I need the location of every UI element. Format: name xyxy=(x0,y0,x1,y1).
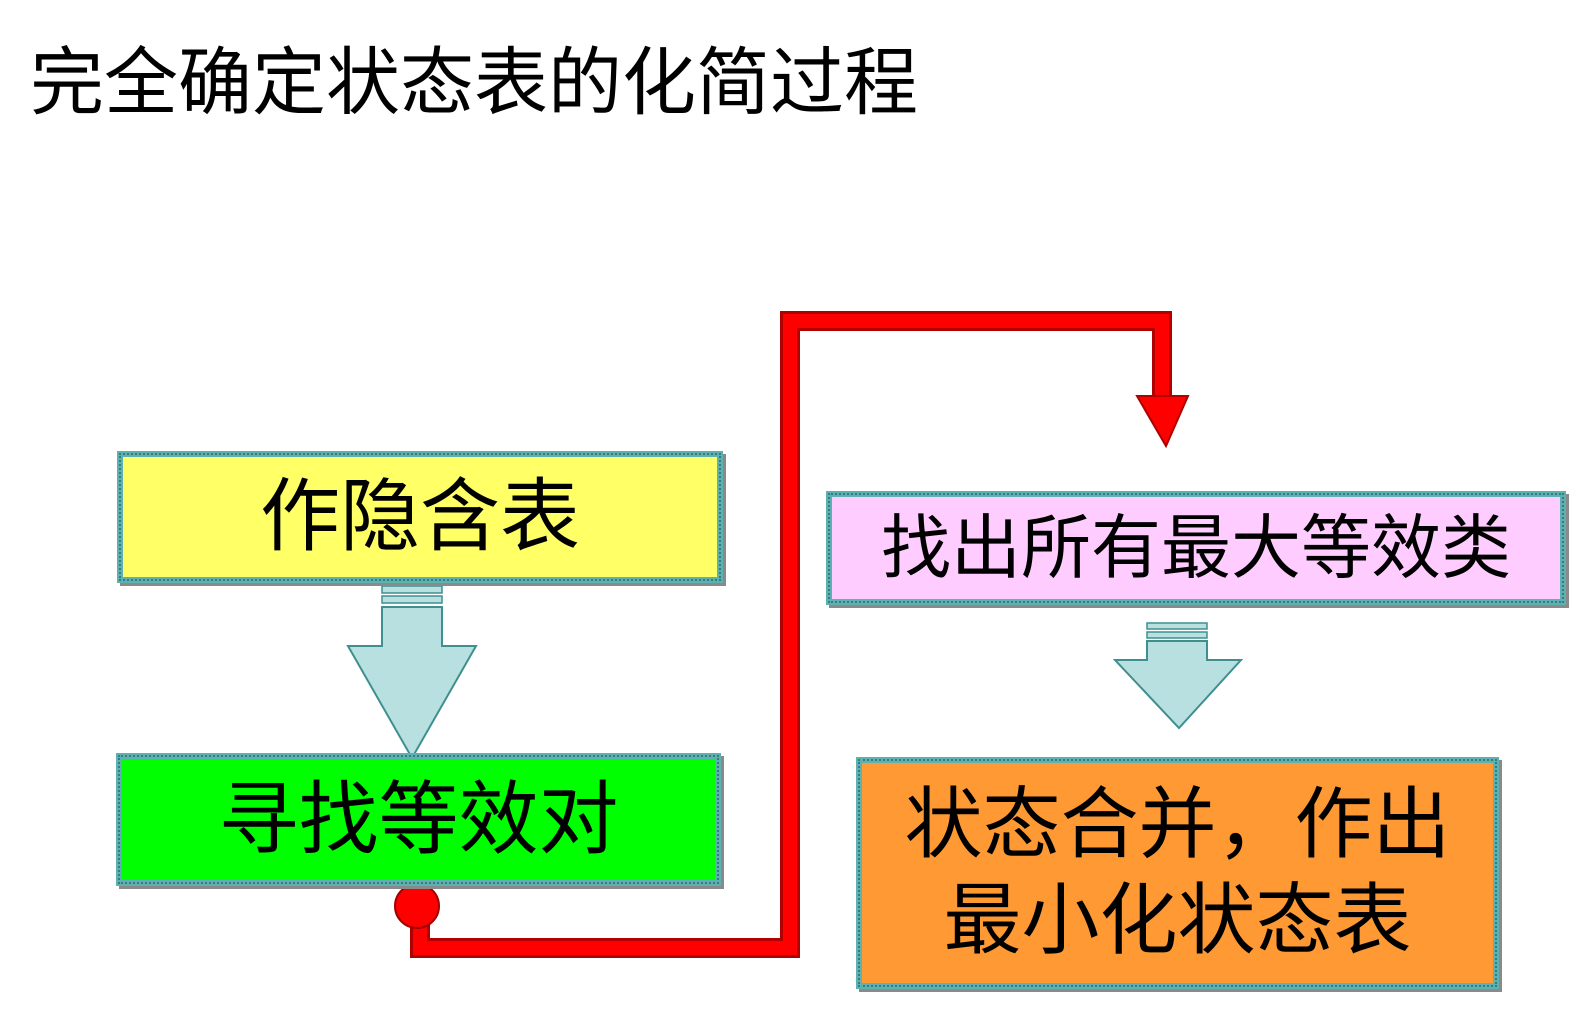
step-merge-states: 状态合并，作出 最小化状态表 xyxy=(856,757,1499,989)
down-arrow-1 xyxy=(346,585,478,761)
step-label: 寻找等效对 xyxy=(218,772,619,866)
step-find-equivalent-pairs: 寻找等效对 xyxy=(116,753,721,886)
step-label: 找出所有最大等效类 xyxy=(881,507,1511,589)
step-label: 状态合并，作出 最小化状态表 xyxy=(904,780,1451,966)
step-label: 作隐含表 xyxy=(260,470,580,563)
down-arrow-2 xyxy=(1112,622,1244,730)
step-build-implicant-table: 作隐含表 xyxy=(117,451,723,583)
red-connector-start-dot xyxy=(394,883,440,929)
red-flow-connector xyxy=(394,311,1190,958)
step-find-max-equivalence-classes: 找出所有最大等效类 xyxy=(826,491,1566,605)
red-connector-line-inner xyxy=(413,314,1169,955)
red-arrowhead xyxy=(1135,395,1190,449)
page-title: 完全确定状态表的化简过程 xyxy=(30,40,918,126)
